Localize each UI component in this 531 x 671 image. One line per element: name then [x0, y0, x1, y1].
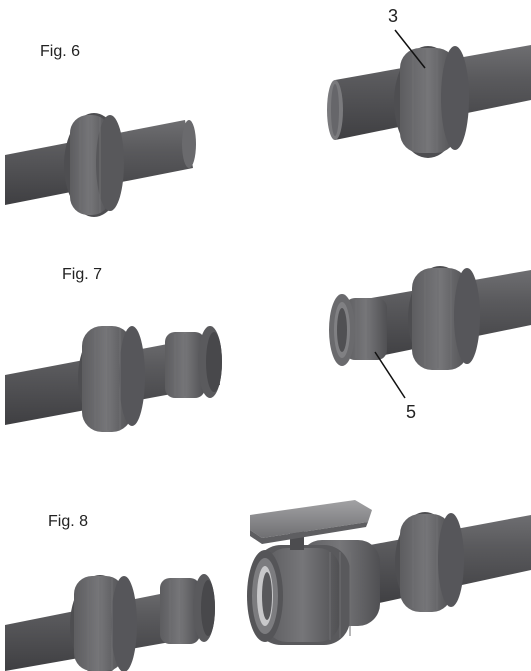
callout-5-leader	[374, 351, 406, 399]
fig8-left-pipe-with-nut-and-end	[5, 574, 215, 671]
fig-6-label: Fig. 6	[40, 43, 81, 60]
fig7-right-pipe-with-end-connector	[329, 266, 531, 370]
fig8-right-ball-valve-assembly	[247, 500, 531, 645]
fig-7-label: Fig. 7	[62, 266, 103, 283]
callout-3: 3	[388, 6, 399, 26]
fig6-left-pipe-with-nut	[5, 113, 196, 217]
callout-5: 5	[406, 402, 417, 422]
callout-3-leader	[394, 29, 426, 69]
fig7-left-pipe-with-nut-and-end	[5, 326, 222, 432]
fig-8-label: Fig. 8	[48, 513, 89, 530]
fig6-right-pipe-with-nut	[327, 45, 531, 158]
